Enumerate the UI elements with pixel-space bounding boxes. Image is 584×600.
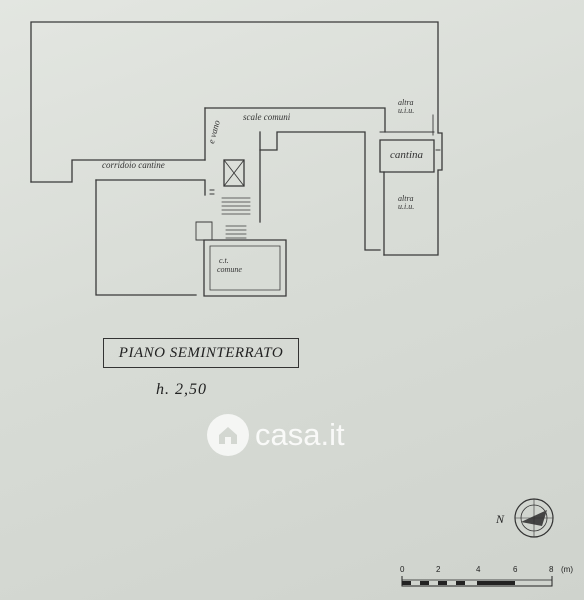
room-label-altra-top-1: altra [398,98,414,107]
room-label-altra-top-2: u.i.u. [398,106,415,115]
room-label-scale-comuni: scale comuni [243,112,291,122]
stair-core-top [204,107,386,133]
ct-room-wall [203,239,287,297]
watermark: casa.it [207,414,345,456]
scale-tick-4: 4 [476,565,481,574]
door-marks [209,114,441,195]
lift-shaft [223,159,245,187]
plan-title: PIANO SEMINTERRATO [103,338,299,368]
scale-tick-2: 2 [436,565,441,574]
room-label-ct-2: comune [217,265,242,274]
scale-unit: (m) [561,565,573,574]
ct-room-inner [209,245,281,291]
corridor-wall [30,159,206,183]
stair-landing [195,221,213,241]
north-label: N [496,512,505,526]
lift-cross [223,159,245,187]
room-label-altra-bottom-2: u.i.u. [398,202,415,211]
outer-wall [30,21,443,256]
cantina-wall [379,139,435,173]
house-icon [207,414,249,456]
room-label-ct-1: c.t. [219,256,229,265]
scale-tick-0: 0 [400,565,405,574]
room-label-corridoio: corridoio cantine [102,160,165,170]
stair-inner-wall [259,131,381,251]
ceiling-height: h. 2,50 [156,381,207,398]
scale-tick-6: 6 [513,565,518,574]
scale-tick-8: 8 [549,565,554,574]
scale-bar [401,576,553,587]
watermark-text: casa.it [255,417,345,452]
left-block-wall [95,179,197,296]
room-label-altra-bottom-1: altra [398,194,414,203]
corridor-lower-wall [95,179,206,196]
stair-steps [221,197,251,239]
room-label-cantina: cantina [390,149,423,161]
compass-icon [514,498,554,538]
